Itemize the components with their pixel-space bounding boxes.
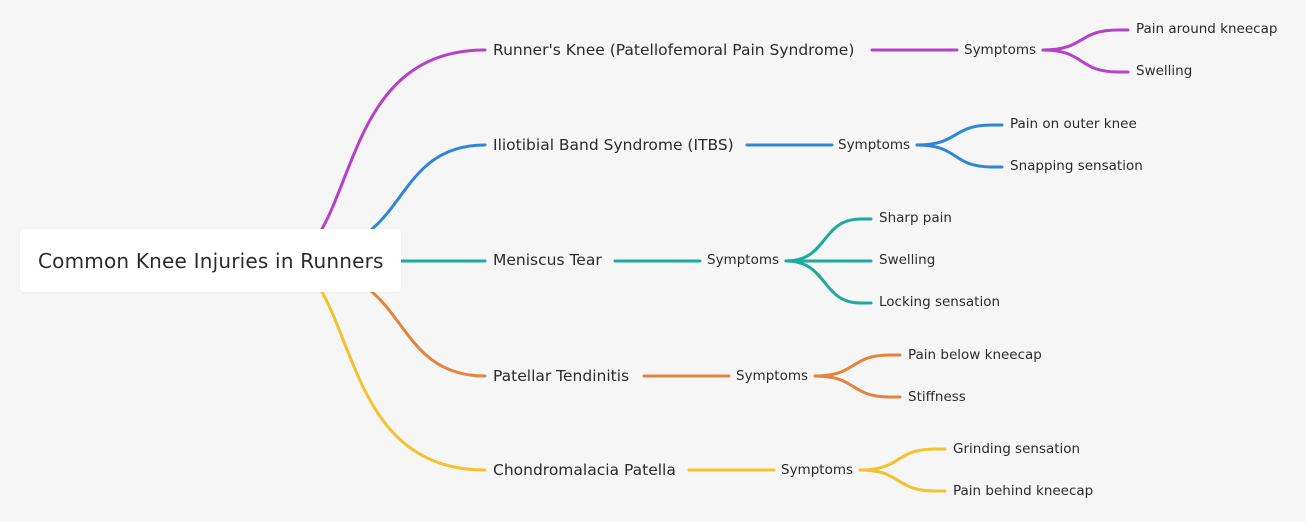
symptoms-to-leaf-connector [784, 217, 873, 263]
branch-node-patellar-tendinitis[interactable]: Patellar Tendinitis [493, 367, 630, 385]
symptoms-node[interactable]: Symptoms [781, 462, 854, 478]
branch-node-itbs[interactable]: Iliotibial Band Syndrome (ITBS) [493, 136, 734, 154]
leaf-node[interactable]: Grinding sensation [953, 441, 1081, 457]
leaf-node[interactable]: Swelling [879, 252, 936, 268]
root-to-branch-connector [320, 48, 487, 231]
symptoms-to-leaf-connector [813, 374, 902, 399]
symptoms-node[interactable]: Symptoms [838, 137, 911, 153]
leaf-node[interactable]: Pain behind kneecap [953, 483, 1094, 499]
symptoms-node[interactable]: Symptoms [964, 42, 1037, 58]
leaf-node[interactable]: Pain around kneecap [1136, 21, 1278, 37]
symptoms-to-leaf-connector [1041, 28, 1130, 52]
leaf-node[interactable]: Pain on outer knee [1010, 116, 1137, 132]
branch-node-runners-knee[interactable]: Runner's Knee (Patellofemoral Pain Syndr… [493, 41, 855, 59]
symptoms-to-leaf-connector [858, 468, 947, 493]
leaf-node[interactable]: Stiffness [908, 389, 966, 405]
symptoms-to-leaf-connector [915, 123, 1004, 147]
root-to-branch-connector [320, 290, 487, 472]
leaf-node[interactable]: Sharp pain [879, 210, 952, 226]
symptoms-node[interactable]: Symptoms [707, 252, 780, 268]
branch-node-meniscus-tear[interactable]: Meniscus Tear [493, 251, 602, 269]
leaf-node[interactable]: Locking sensation [879, 294, 1001, 310]
symptoms-to-leaf-connector [915, 143, 1004, 169]
leaf-node[interactable]: Pain below kneecap [908, 347, 1042, 363]
symptoms-to-leaf-connector [813, 353, 902, 378]
root-to-branch-connector [370, 290, 487, 378]
symptoms-to-leaf-connector [784, 259, 873, 305]
symptoms-node[interactable]: Symptoms [736, 368, 809, 384]
leaf-node[interactable]: Snapping sensation [1010, 158, 1143, 174]
root-node-label: Common Knee Injuries in Runners [38, 248, 384, 273]
symptoms-to-leaf-connector [1041, 48, 1130, 74]
branch-node-chondromalacia-patella[interactable]: Chondromalacia Patella [493, 461, 676, 479]
root-to-branch-connector [370, 143, 487, 231]
leaf-node[interactable]: Swelling [1136, 63, 1193, 79]
symptoms-to-leaf-connector [858, 447, 947, 472]
root-node[interactable]: Common Knee Injuries in Runners [20, 229, 401, 292]
